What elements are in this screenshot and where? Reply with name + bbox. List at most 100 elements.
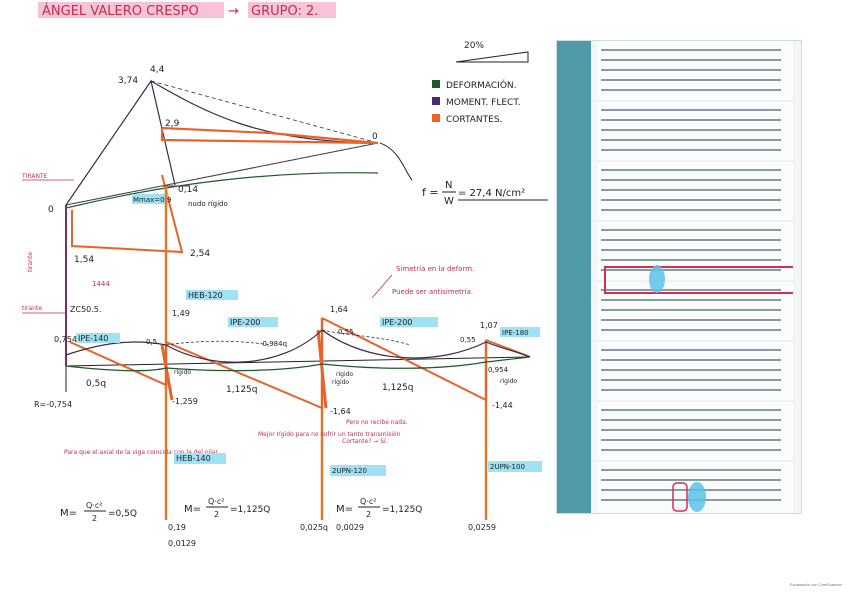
- formula-m2-num: Q·c²: [208, 497, 224, 506]
- label-055a: 0,55: [338, 328, 354, 336]
- heb140-highlight: [174, 453, 226, 464]
- upn100-highlight: [488, 461, 542, 472]
- label-019: 0,19: [168, 523, 186, 532]
- label-rigido-c: rígido: [500, 378, 517, 385]
- formula-m3: M=: [336, 504, 353, 515]
- label-mmax: Mmax=0,9: [133, 196, 171, 204]
- label-00259: 0,0259: [468, 523, 496, 532]
- profile-table-header: [557, 41, 591, 513]
- label-heb140: HEB-140: [176, 454, 211, 463]
- label-014: 0,14: [178, 185, 198, 195]
- title-highlight: [38, 2, 224, 18]
- label-05q: 0,5q: [86, 379, 106, 389]
- label-144: -1,44: [492, 401, 513, 410]
- slope-label: 20%: [464, 41, 484, 51]
- formula-f: f =: [422, 186, 439, 199]
- shear-col-2: [316, 329, 328, 409]
- note-para: Para que el axial de la viga coincida co…: [64, 449, 219, 456]
- deformation-lower: [65, 356, 531, 372]
- shear-span-3: [321, 317, 487, 402]
- group-text: GRUPO: 2.: [251, 4, 318, 19]
- legend-swatch-moment: [432, 97, 440, 105]
- label-149: 1,49: [172, 309, 190, 318]
- formula-f-num: N: [445, 180, 452, 191]
- formula-f-den: W: [444, 196, 454, 207]
- note-cortante: Cortante? → Sí.: [342, 438, 388, 445]
- legend-cortantes: CORTANTES.: [446, 115, 502, 125]
- legend-deformacion: DEFORMACIÓN.: [446, 79, 517, 91]
- arrow-glyph: →: [228, 4, 239, 19]
- group-highlight: [248, 2, 336, 18]
- shear-upper: [160, 128, 379, 145]
- dashed-roof-top: [150, 80, 379, 144]
- formula-m3-den: 2: [366, 510, 371, 519]
- label-0954: 0,954: [488, 366, 509, 374]
- label-164b: -1,64: [330, 407, 351, 416]
- mmax-highlight: [132, 194, 168, 204]
- formula-m1: M=: [60, 508, 77, 519]
- label-107: 1,07: [480, 321, 498, 330]
- label-ipe140: IPE-140: [78, 334, 108, 343]
- note-simetria: Simetría en la deform.: [396, 265, 474, 273]
- label-055b: 0,55: [460, 336, 476, 344]
- label-zc: ZC50.5.: [70, 305, 101, 314]
- label-upn100: 2UPN-100: [490, 463, 525, 471]
- label-0984: -0,984q: [260, 340, 287, 348]
- label-0129: 0,0129: [168, 539, 196, 548]
- heb120-highlight: [186, 290, 238, 300]
- shear-span-2: [165, 318, 323, 410]
- note-pero: Pero no recibe nada.: [346, 419, 408, 426]
- label-1259: -1,259: [172, 397, 198, 406]
- upn120-highlight: [330, 465, 386, 476]
- moment-dashed-1: [165, 340, 271, 346]
- ipe180-highlight: [500, 327, 540, 337]
- formula-m1-num: Q·c²: [86, 501, 102, 510]
- label-1444: 1444: [92, 280, 110, 288]
- label-tirante-low: tirante: [22, 305, 42, 312]
- label-254: 2,54: [190, 249, 210, 259]
- label-ipe200b: IPE-200: [382, 318, 412, 327]
- moment-lower: [65, 329, 531, 363]
- curve-arrow: [379, 142, 413, 181]
- label-upn120: 2UPN-120: [332, 467, 367, 475]
- label-1125a: 1,125q: [226, 385, 257, 395]
- profile-table-grid: [597, 41, 801, 513]
- label-rigido-a: rígido: [174, 369, 191, 376]
- shear-col-1: [160, 344, 174, 401]
- slope-triangle: [455, 51, 529, 63]
- label-ipe200a: IPE-200: [230, 318, 260, 327]
- footer-scanner: Escaneado con CamScanner: [789, 582, 842, 587]
- formula-m3-res: =1,125Q: [382, 505, 422, 515]
- moment-dashed-2: [321, 329, 411, 346]
- shear-upper-slope: [161, 126, 379, 145]
- label-heb120: HEB-120: [188, 291, 223, 300]
- lower-beam: [65, 356, 531, 367]
- formula-m2: M=: [184, 504, 201, 515]
- label-tirante-top: TIRANTE: [21, 173, 48, 180]
- formula-m1-den: 2: [92, 514, 97, 523]
- label-164a: 1,64: [330, 305, 348, 314]
- shear-span-1: [69, 341, 167, 387]
- ipe200b-highlight: [380, 317, 438, 327]
- label-0-top: 0: [372, 132, 378, 142]
- formula-m3-num: Q·c²: [360, 497, 376, 506]
- label-1125b: 1,125q: [382, 383, 413, 393]
- profile-table: [556, 40, 802, 514]
- label-0754: 0,754: [54, 335, 77, 344]
- legend-swatch-deformacion: [432, 80, 440, 88]
- profile-table-body: [597, 41, 801, 513]
- formula-m2-den: 2: [214, 510, 219, 519]
- label-ipe180: IPE-180: [502, 329, 529, 337]
- label-29: 2,9: [165, 119, 180, 129]
- label-r: R=-0,754: [34, 400, 72, 409]
- note-mejor: Mejor rígido para no sufrir un tanto tra…: [258, 431, 401, 438]
- formula-f-result: = 27,4 N/cm²: [458, 188, 525, 199]
- ipe200a-highlight: [228, 317, 278, 327]
- label-nudo: nudo rígido: [188, 200, 228, 208]
- legend-moment: MOMENT. FLECT.: [446, 98, 521, 108]
- label-rigido-b: rígido: [332, 379, 349, 386]
- label-154: 1,54: [74, 255, 94, 265]
- label-0-left: 0: [48, 205, 54, 215]
- label-tirante-side: tirante: [27, 252, 34, 272]
- label-0029: 0,0029: [336, 523, 364, 532]
